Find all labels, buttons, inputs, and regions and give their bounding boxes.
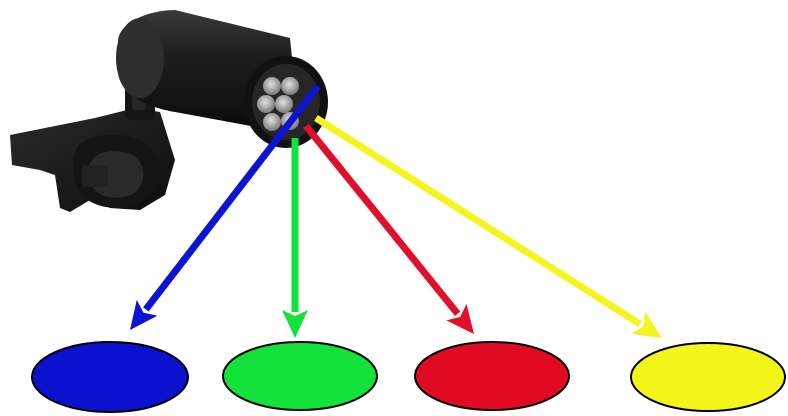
led-light-with-clamp-icon [10, 10, 328, 212]
beam-arrow-yellow [314, 115, 662, 338]
beam-shaft-blue [143, 83, 321, 312]
beam-arrow-blue [130, 83, 321, 330]
color-spots [31, 341, 786, 413]
color-spot-red [414, 341, 570, 411]
beam-arrowhead-yellow [631, 312, 662, 338]
beam-arrowhead-red [446, 304, 474, 334]
beam-arrow-green [282, 138, 308, 338]
beam-arrows [130, 83, 662, 338]
beam-shaft-red [303, 123, 461, 316]
light-back-cap [116, 18, 164, 98]
color-spot-yellow [630, 342, 786, 412]
beam-shaft-yellow [314, 115, 642, 328]
beam-arrowhead-green [282, 310, 308, 338]
beam-arrow-red [303, 123, 474, 334]
color-spot-green [222, 341, 378, 411]
beam-arrowhead-blue [130, 299, 158, 330]
clamp-grip [82, 165, 108, 187]
color-spot-blue [31, 341, 189, 413]
